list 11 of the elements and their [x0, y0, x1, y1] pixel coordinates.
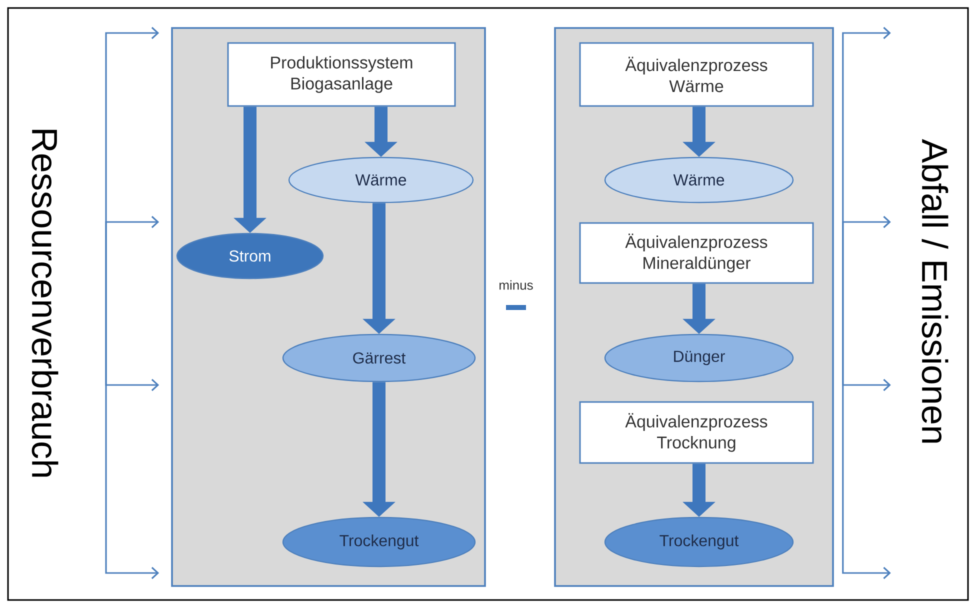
bracket-arrow: [105, 216, 160, 303]
vertical-label: Ressourcenverbrauch: [32, 130, 58, 477]
bracket-arrow: [105, 303, 160, 580]
bracket-arrow: [842, 307, 891, 580]
process-box: Äquivalenzprozess Trocknung: [579, 401, 814, 464]
bracket-arrow: [842, 216, 891, 307]
process-box: Äquivalenzprozess Mineraldünger: [579, 222, 814, 284]
process-box: Äquivalenzprozess Wärme: [579, 42, 814, 107]
process-box: Produktionssystem Biogasanlage: [227, 42, 456, 107]
minus-label: minus: [500, 280, 533, 290]
vertical-label: Abfall / Emissionen: [922, 139, 948, 443]
